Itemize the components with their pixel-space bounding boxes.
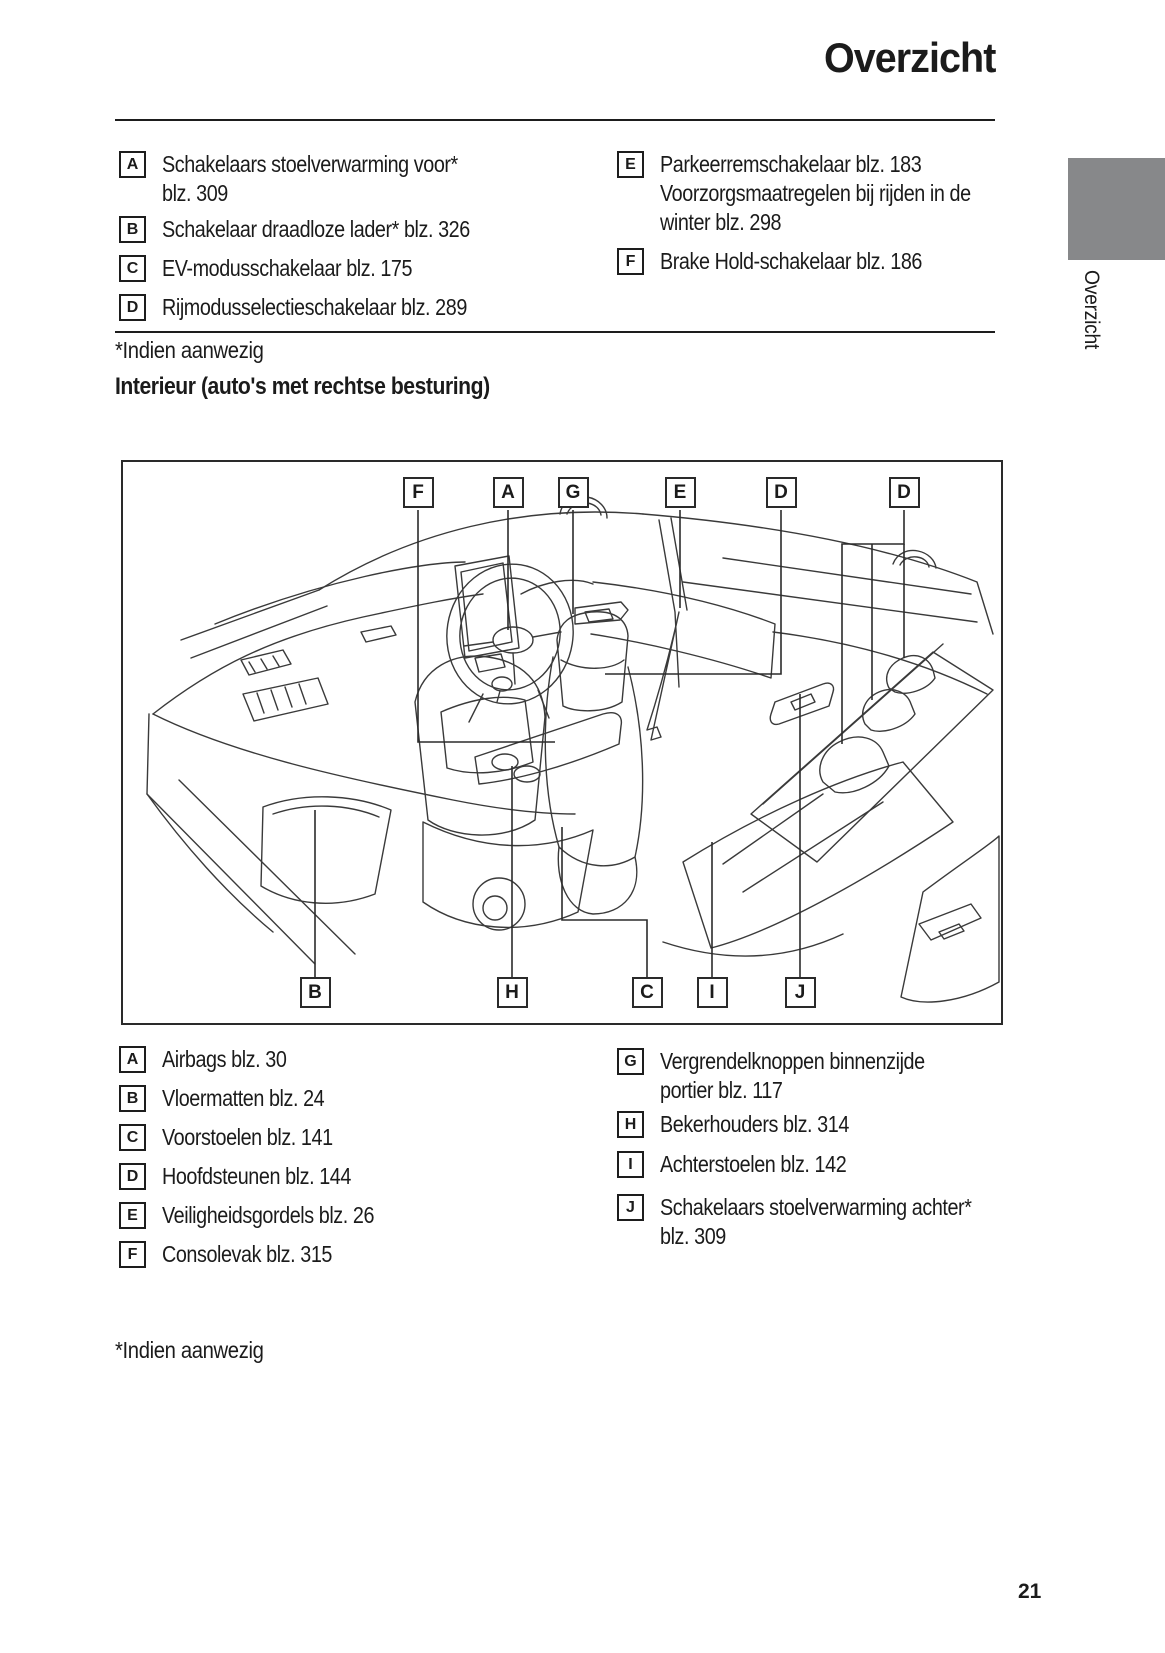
legend-row-A: A Schakelaars stoelverwarming voor*blz. 3… (119, 150, 506, 208)
page-number: 21 (1018, 1580, 1042, 1603)
legend-key-box: C (119, 1124, 146, 1151)
legend-text: Schakelaar draadloze lader* blz. 326 (162, 216, 470, 242)
legend-key-box: A (119, 151, 146, 178)
legend-text: Hoofdsteunen blz. 144 (162, 1163, 351, 1189)
legend-text: Bekerhouders blz. 314 (660, 1111, 849, 1137)
legend-key-box: F (617, 248, 644, 275)
legend-key-box: J (617, 1194, 644, 1221)
legend-text: Achterstoelen blz. 142 (660, 1151, 847, 1177)
diagram-callout-A: A (492, 477, 524, 508)
legend-key-box: H (617, 1111, 644, 1138)
legend-row-D: D Hoofdsteunen blz. 144 (119, 1162, 382, 1191)
chapter-tab (1068, 158, 1165, 260)
legend-text: EV-modusschakelaar blz. 175 (162, 255, 413, 281)
legend-row-J: J Schakelaars stoelverwarming achter*blz.… (617, 1193, 1022, 1251)
legend-text: Rijmodusselectieschakelaar blz. 289 (162, 294, 467, 320)
diagram-callout-J: J (784, 977, 816, 1008)
legend-text: Vloermatten blz. 24 (162, 1085, 325, 1111)
title-divider (115, 119, 995, 121)
diagram-callout-F: F (402, 477, 434, 508)
legend-row-H: H Bekerhouders blz. 314 (617, 1110, 880, 1139)
legend-divider (115, 331, 995, 333)
car-interior-illustration (146, 495, 1000, 1003)
interior-heading: Interieur (auto's met rechtse besturing) (115, 373, 490, 400)
legend-row-F: F Brake Hold-schakelaar blz. 186 (617, 247, 965, 276)
legend-text: Veiligheidsgordels blz. 26 (162, 1202, 375, 1228)
legend-key-box: G (617, 1048, 644, 1075)
legend-text: Consolevak blz. 315 (162, 1241, 332, 1267)
leader-lines (314, 510, 905, 979)
legend-row-E: E Veiligheidsgordels blz. 26 (119, 1201, 409, 1230)
page-title: Overzicht (823, 34, 996, 81)
legend-row-C: C Voorstoelen blz. 141 (119, 1123, 360, 1152)
legend-row-I: I Achterstoelen blz. 142 (617, 1150, 877, 1179)
interior-figure: F A G E D D B H C I J (121, 460, 1003, 1025)
diagram-callout-D: D (888, 477, 920, 508)
legend-row-B: B Schakelaar draadloze lader* blz. 326 (119, 215, 520, 244)
legend-key-box: B (119, 216, 146, 243)
legend-key-box: B (119, 1085, 146, 1112)
legend-text: Schakelaars stoelverwarming achter*blz. … (660, 1194, 972, 1249)
legend-key-box: D (119, 294, 146, 321)
legend-key-box: E (119, 1202, 146, 1229)
legend-key-box: A (119, 1046, 146, 1073)
diagram-callout-I: I (696, 977, 728, 1008)
legend-key-box: F (119, 1241, 146, 1268)
legend-row-B: B Vloermatten blz. 24 (119, 1084, 351, 1113)
legend-key-box: I (617, 1151, 644, 1178)
legend-text: Schakelaars stoelverwarming voor*blz. 30… (162, 151, 458, 206)
legend-key-box: C (119, 255, 146, 282)
legend-text: Brake Hold-schakelaar blz. 186 (660, 248, 922, 274)
legend-key-box: D (119, 1163, 146, 1190)
diagram-callout-B: B (299, 977, 331, 1008)
legend-row-A: A Airbags blz. 30 (119, 1045, 307, 1074)
legend-row-D: D Rijmodusselectieschakelaar blz. 289 (119, 293, 517, 322)
legend-row-F: F Consolevak blz. 315 (119, 1240, 360, 1269)
legend-text: Airbags blz. 30 (162, 1046, 287, 1072)
legend-text: Voorstoelen blz. 141 (162, 1124, 333, 1150)
chapter-tab-label: Overzicht (1080, 270, 1103, 350)
legend-key-box: E (617, 151, 644, 178)
diagram-callout-E: E (664, 477, 696, 508)
diagram-callout-G: G (557, 477, 589, 508)
legend-row-C: C EV-modusschakelaar blz. 175 (119, 254, 453, 283)
footnote-bottom: *Indien aanwezig (115, 1337, 264, 1363)
diagram-callout-C: C (631, 977, 663, 1008)
diagram-callout-D: D (765, 477, 797, 508)
diagram-callout-H: H (496, 977, 528, 1008)
footnote-top: *Indien aanwezig (115, 337, 264, 363)
